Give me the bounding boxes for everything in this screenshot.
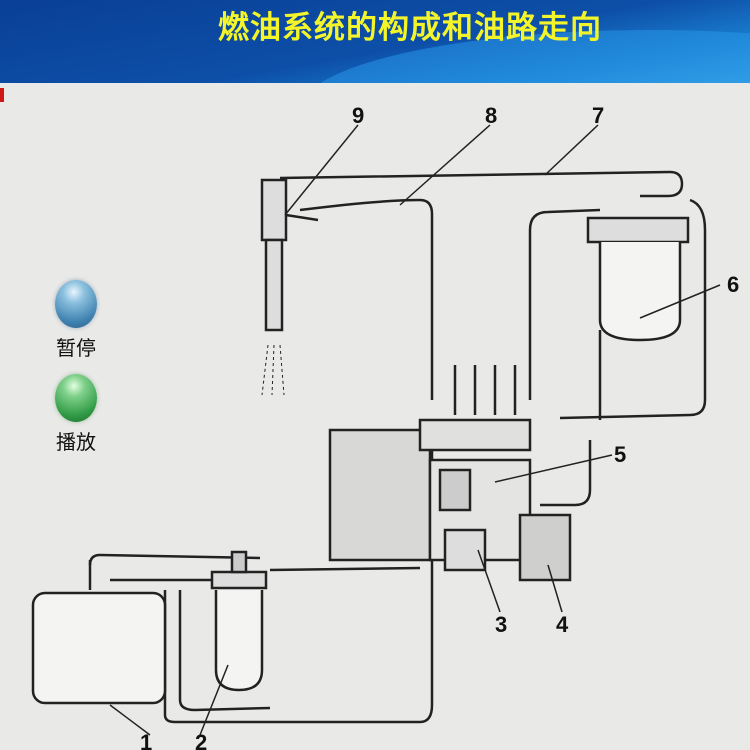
fuel-filter — [210, 550, 268, 692]
label-3: 3 — [495, 612, 507, 637]
pump-drive-housing — [518, 513, 572, 582]
fuel-tank — [31, 591, 167, 705]
accent-mark — [0, 88, 4, 102]
fuel-system-diagram: 1 2 3 4 5 6 7 8 9 — [31, 103, 739, 750]
label-9: 9 — [352, 103, 364, 128]
slide-title: 燃油系统的构成和油路走向 — [218, 10, 602, 46]
play-button[interactable]: 播放 — [48, 374, 104, 455]
pause-button[interactable]: 暂停 — [48, 280, 104, 361]
label-5: 5 — [614, 442, 626, 467]
fuel-injector — [260, 178, 319, 396]
play-orb-icon — [55, 374, 97, 422]
label-7: 7 — [592, 103, 604, 128]
fuel-pipes — [88, 170, 707, 724]
pause-orb-icon — [55, 280, 97, 328]
secondary-filter — [586, 216, 690, 342]
high-pressure-lines — [453, 365, 517, 415]
pause-label: 暂停 — [56, 336, 96, 360]
label-4: 4 — [556, 612, 569, 637]
play-label: 播放 — [56, 430, 96, 454]
label-6: 6 — [727, 272, 739, 297]
slide-header: 燃油系统的构成和油路走向 — [0, 0, 750, 83]
label-2: 2 — [195, 730, 207, 750]
leader-lines — [109, 124, 721, 736]
label-8: 8 — [485, 103, 497, 128]
label-1: 1 — [140, 730, 152, 750]
feed-pump — [443, 528, 487, 572]
injection-pump — [328, 418, 532, 562]
part-labels: 1 2 3 4 5 6 7 8 9 — [140, 103, 739, 750]
